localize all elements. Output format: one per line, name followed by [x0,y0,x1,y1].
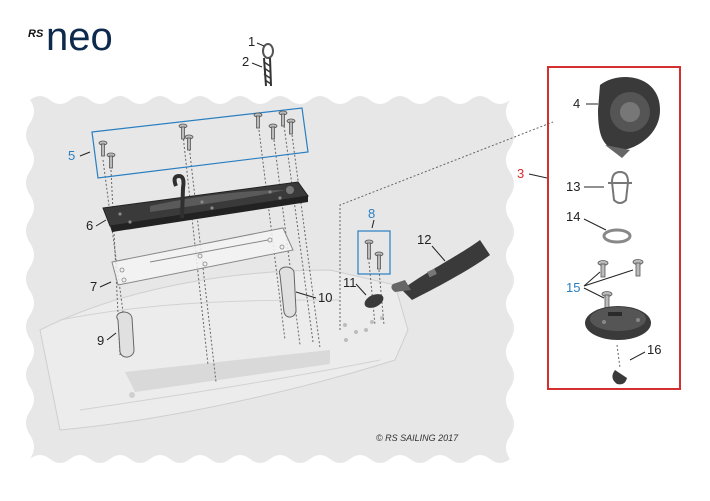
part-14-ring [602,228,632,244]
copyright-text: © RS SAILING 2017 [376,433,459,443]
part-12-fitting [391,240,490,300]
callout-6: 6 [86,218,93,233]
deck-hole [129,392,135,398]
callout-13: 13 [566,179,580,194]
callout-10: 10 [318,290,332,305]
hull-deck-edge [59,299,381,411]
part-11-pad [364,294,384,308]
callout-4: 4 [573,96,580,111]
callout-11: 11 [343,275,357,290]
callout-12: 12 [417,232,431,247]
part-8-screw-group [357,230,391,326]
callout-labels: 1 2 3 4 5 6 7 8 9 10 11 12 13 14 15 16 [68,34,661,357]
part-9-block [116,311,135,358]
callout-leaders [79,42,646,361]
callout-7: 7 [90,279,97,294]
part-7-clear-pad [111,227,294,286]
deck-holes [343,316,384,342]
rs-neo-logo: RS neo [28,15,113,59]
cleat-base [585,306,651,340]
part-6-base-plate [102,173,309,232]
callout-15: 15 [566,280,580,295]
group-3-cleat-assembly [547,66,681,390]
group-3-leader-line [339,121,554,330]
part-4-block [598,77,660,158]
callout-14: 14 [566,209,580,224]
callout-1: 1 [248,34,255,49]
part-5-screw-group [91,107,309,179]
plate-shadow [125,350,330,392]
callout-5: 5 [68,148,75,163]
part-16-clip [612,344,627,385]
part-13-shackle [608,170,632,204]
part-1-eye-ring [262,43,274,59]
callout-16: 16 [647,342,661,357]
part-10-block [278,266,297,318]
part-2-lashing [263,57,272,87]
callout-8: 8 [368,206,375,221]
callout-2: 2 [242,54,249,69]
logo-prefix: RS [28,28,44,40]
logo-word: neo [46,15,113,59]
part-15-screws [597,259,644,309]
callout-3: 3 [517,166,524,181]
callout-9: 9 [97,333,104,348]
hull-deck [39,269,409,431]
